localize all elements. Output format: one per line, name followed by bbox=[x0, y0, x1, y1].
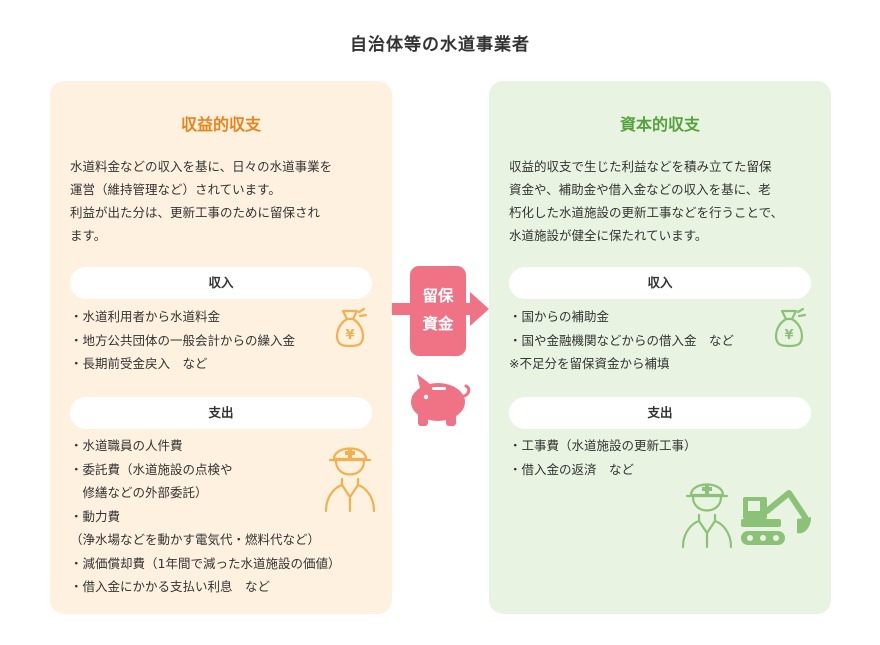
list-item: ・動力費 bbox=[70, 508, 121, 524]
reserve-fund-label-line2: 資金 bbox=[422, 315, 454, 333]
list-item: （浄水場などを動かす電気代・燃料代など） bbox=[70, 532, 321, 547]
list-item: ・借入金の返済 など bbox=[509, 461, 635, 477]
list-item: ※不足分を留保資金から補填 bbox=[509, 356, 670, 371]
desc-line: 水道施設が健全に保たれています。 bbox=[509, 228, 708, 243]
excavator-icon bbox=[741, 490, 811, 545]
list-item: ・工事費（水道施設の更新工事） bbox=[509, 438, 697, 453]
desc-line: 収益的収支で生じた利益などを積み立てた留保 bbox=[509, 159, 772, 174]
money-bag-icon: ¥ bbox=[336, 307, 368, 348]
desc-line: 資金や、補助金や借入金などの収入を基に、老 bbox=[509, 182, 771, 197]
income-list: ・水道利用者から水道料金 ・地方公共団体の一般会計からの繰入金 ・長期前受金戻入… bbox=[70, 305, 375, 376]
expense-header: 支出 bbox=[509, 397, 811, 429]
list-item: ・水道利用者から水道料金 bbox=[70, 309, 221, 324]
list-item: ・委託費（水道施設の点検や bbox=[70, 461, 233, 477]
list-item: ・借入金にかかる支払い利息 など bbox=[70, 579, 271, 594]
income-list: ・国からの補助金 ・国や金融機関などからの借入金 など ※不足分を留保資金から補… bbox=[509, 305, 814, 376]
list-item: ・水道職員の人件費 bbox=[70, 438, 183, 453]
reserve-fund-badge: 留保 資金 bbox=[410, 266, 466, 356]
capital-account-title: 資本的収支 bbox=[619, 115, 700, 134]
svg-text:¥: ¥ bbox=[345, 328, 354, 343]
page-title: 自治体等の水道事業者 bbox=[350, 35, 530, 55]
desc-line: ます。 bbox=[70, 228, 107, 243]
revenue-account-card: 収益的収支 水道料金などの収入を基に、日々の水道事業を 運営（維持管理など）され… bbox=[50, 81, 392, 614]
list-item: ・減価償却費（1年間で減った水道施設の価値） bbox=[70, 555, 341, 571]
desc-line: 水道料金などの収入を基に、日々の水道事業を bbox=[70, 159, 333, 174]
list-item: ・地方公共団体の一般会計からの繰入金 bbox=[70, 332, 296, 348]
revenue-account-title: 収益的収支 bbox=[180, 115, 261, 134]
income-header: 収入 bbox=[70, 267, 372, 299]
expense-header: 支出 bbox=[70, 397, 372, 429]
expense-list: ・水道職員の人件費 ・委託費（水道施設の点検や 修繕などの外部委託） ・動力費 … bbox=[70, 434, 375, 599]
revenue-account-description: 水道料金などの収入を基に、日々の水道事業を 運営（維持管理など）されています。 … bbox=[70, 155, 380, 247]
money-bag-icon: ¥ bbox=[775, 307, 807, 348]
worker-icon bbox=[324, 447, 376, 513]
worker-icon bbox=[681, 483, 733, 549]
desc-line: 運営（維持管理など）されています。 bbox=[70, 182, 281, 197]
list-item: 修繕などの外部委託） bbox=[70, 485, 208, 500]
list-item: ・長期前受金戻入 など bbox=[70, 356, 208, 371]
desc-line: 利益が出た分は、更新工事のために留保され bbox=[70, 205, 321, 220]
desc-line: 朽化した水道施設の更新工事などを行うことで、 bbox=[509, 205, 784, 220]
list-item: ・国からの補助金 bbox=[509, 309, 610, 324]
piggy-bank-icon bbox=[411, 374, 471, 426]
reserve-fund-label-line1: 留保 bbox=[422, 287, 454, 305]
expense-list: ・工事費（水道施設の更新工事） ・借入金の返済 など bbox=[509, 434, 814, 481]
capital-account-card: 資本的収支 収益的収支で生じた利益などを積み立てた留保 資金や、補助金や借入金な… bbox=[489, 81, 831, 614]
svg-text:¥: ¥ bbox=[784, 328, 793, 343]
list-item: ・国や金融機関などからの借入金 など bbox=[509, 332, 735, 348]
income-header: 収入 bbox=[509, 267, 811, 299]
capital-account-description: 収益的収支で生じた利益などを積み立てた留保 資金や、補助金や借入金などの収入を基… bbox=[509, 155, 819, 247]
